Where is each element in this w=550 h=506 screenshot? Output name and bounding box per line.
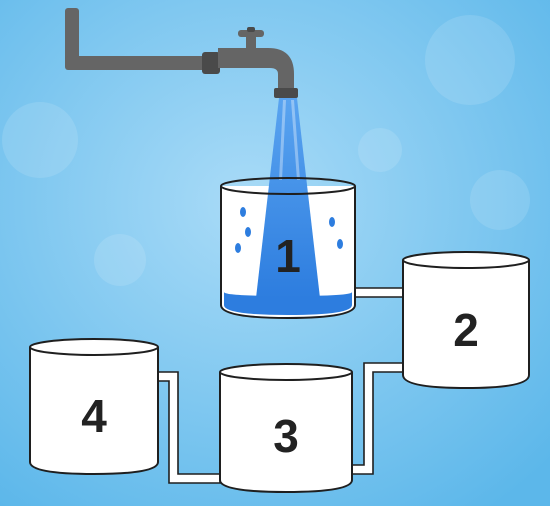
tank-4-label: 4 — [81, 390, 107, 442]
faucet-stem — [246, 36, 256, 50]
tank-2-label: 2 — [453, 304, 479, 356]
pipe-horizontal — [65, 56, 217, 70]
faucet-nozzle — [274, 88, 298, 98]
tank-3-label: 3 — [273, 410, 299, 462]
faucet-handle-knob — [247, 27, 255, 32]
tank-1-label: 1 — [275, 230, 301, 282]
pipe-coupling — [202, 52, 220, 74]
pipe-1-2 — [355, 288, 405, 297]
